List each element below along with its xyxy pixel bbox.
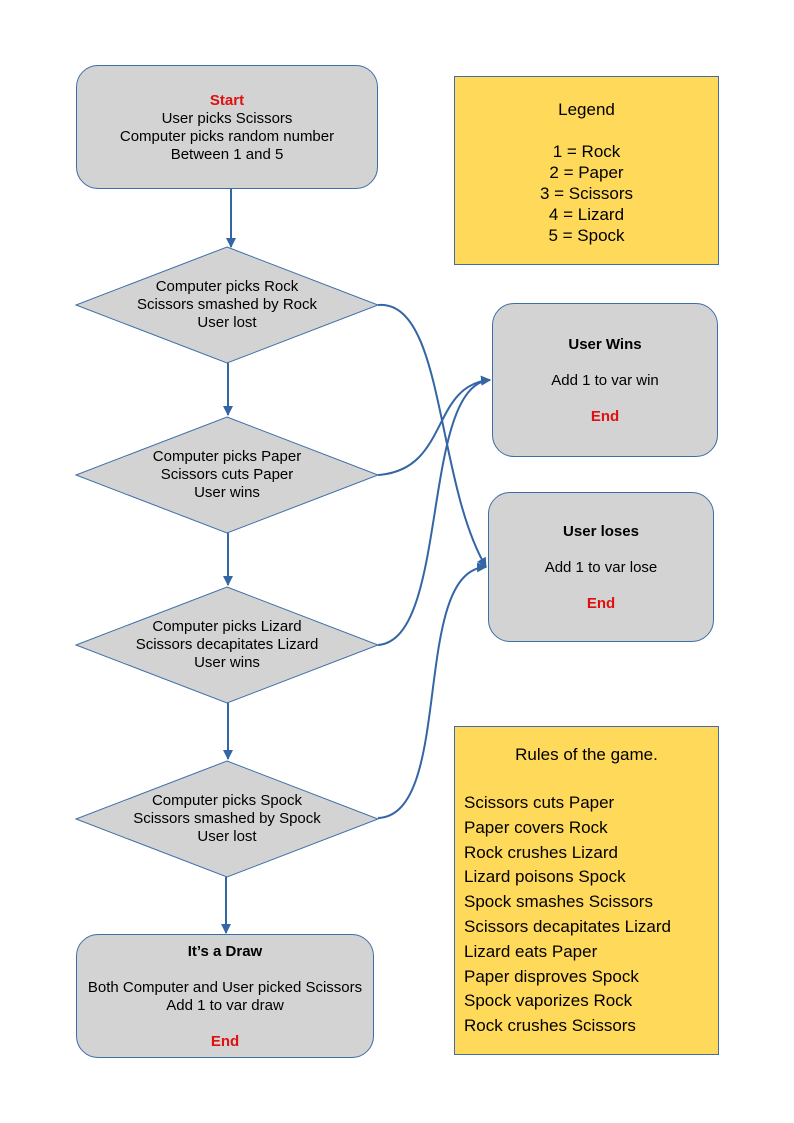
- decision-line: Scissors smashed by Spock: [133, 810, 321, 827]
- draw-end-label: End: [210, 1033, 240, 1050]
- arrow-spock-to-lose: [377, 562, 487, 819]
- user-loses-title: User loses: [563, 523, 639, 540]
- draw-title: It’s a Draw: [187, 943, 263, 960]
- decision-line: User wins: [194, 654, 260, 671]
- start-line: User picks Scissors: [161, 110, 293, 127]
- arrow-rock-to-lose: [377, 303, 487, 568]
- rule-item: Rock crushes Scissors: [464, 1016, 636, 1036]
- start-line: Computer picks random number: [119, 128, 335, 145]
- decision-paper-shape: [74, 416, 380, 534]
- decision-line: User lost: [197, 828, 257, 845]
- start-label: Start: [209, 92, 245, 109]
- legend-item: 5 = Spock: [548, 226, 625, 245]
- decision-spock-shape: [74, 760, 380, 878]
- decision-rock-text: Computer picks Rock Scissors smashed by …: [76, 278, 378, 332]
- rule-item: Spock smashes Scissors: [464, 892, 653, 912]
- legend-item: 3 = Scissors: [539, 184, 634, 203]
- user-wins-title: User Wins: [568, 336, 642, 353]
- decision-line: User wins: [194, 484, 260, 501]
- draw-node: It’s a Draw Both Computer and User picke…: [76, 934, 374, 1058]
- rule-item: Paper covers Rock: [464, 817, 608, 837]
- legend-box: Legend 1 = Rock 2 = Paper 3 = Scissors 4…: [454, 76, 719, 265]
- rules-box: Rules of the game. Scissors cuts Paper P…: [454, 726, 719, 1055]
- arrow-lizard-to-win: [377, 375, 491, 646]
- decision-lizard-shape: [74, 586, 380, 704]
- legend-item: 4 = Lizard: [548, 205, 625, 224]
- rule-item: Lizard eats Paper: [464, 941, 598, 961]
- legend-item: 1 = Rock: [552, 142, 621, 161]
- start-node: Start User picks Scissors Computer picks…: [76, 65, 378, 189]
- user-loses-end: End: [586, 595, 616, 612]
- decision-line: Scissors smashed by Rock: [136, 296, 318, 313]
- draw-line: Add 1 to var draw: [166, 997, 284, 1014]
- decision-lizard-text: Computer picks Lizard Scissors decapitat…: [76, 618, 378, 672]
- arrow-paper-to-win: [377, 375, 491, 476]
- start-line: Between 1 and 5: [170, 146, 284, 163]
- user-loses-action: Add 1 to var lose: [544, 559, 658, 576]
- decision-line: Computer picks Lizard: [152, 618, 302, 635]
- decision-line: Computer picks Paper: [152, 448, 302, 465]
- decision-spock-text: Computer picks Spock Scissors smashed by…: [76, 792, 378, 846]
- rule-item: Lizard poisons Spock: [464, 867, 626, 887]
- legend-title: Legend: [558, 100, 615, 119]
- decision-paper-text: Computer picks Paper Scissors cuts Paper…: [76, 448, 378, 502]
- legend-item: 2 = Paper: [549, 163, 624, 182]
- rule-item: Scissors cuts Paper: [464, 793, 615, 812]
- user-loses-node: User loses Add 1 to var lose End: [488, 492, 714, 642]
- decision-line: Scissors decapitates Lizard: [135, 636, 319, 653]
- decision-line: User lost: [197, 314, 257, 331]
- rule-item: Rock crushes Lizard: [464, 842, 619, 862]
- rules-list: Scissors cuts Paper Paper covers Rock Ro…: [455, 791, 718, 1039]
- user-wins-action: Add 1 to var win: [551, 372, 659, 389]
- decision-line: Computer picks Spock: [151, 792, 303, 809]
- decision-line: Computer picks Rock: [155, 278, 299, 295]
- decision-rock-shape: [74, 246, 380, 364]
- user-wins-end: End: [590, 408, 620, 425]
- rules-title: Rules of the game.: [515, 745, 658, 764]
- decision-line: Scissors cuts Paper: [160, 466, 294, 483]
- rule-item: Scissors decapitates Lizard: [464, 916, 671, 936]
- user-wins-node: User Wins Add 1 to var win End: [492, 303, 718, 457]
- rule-item: Spock vaporizes Rock: [464, 991, 633, 1011]
- draw-line: Both Computer and User picked Scissors: [87, 979, 363, 996]
- rule-item: Paper disproves Spock: [464, 966, 639, 986]
